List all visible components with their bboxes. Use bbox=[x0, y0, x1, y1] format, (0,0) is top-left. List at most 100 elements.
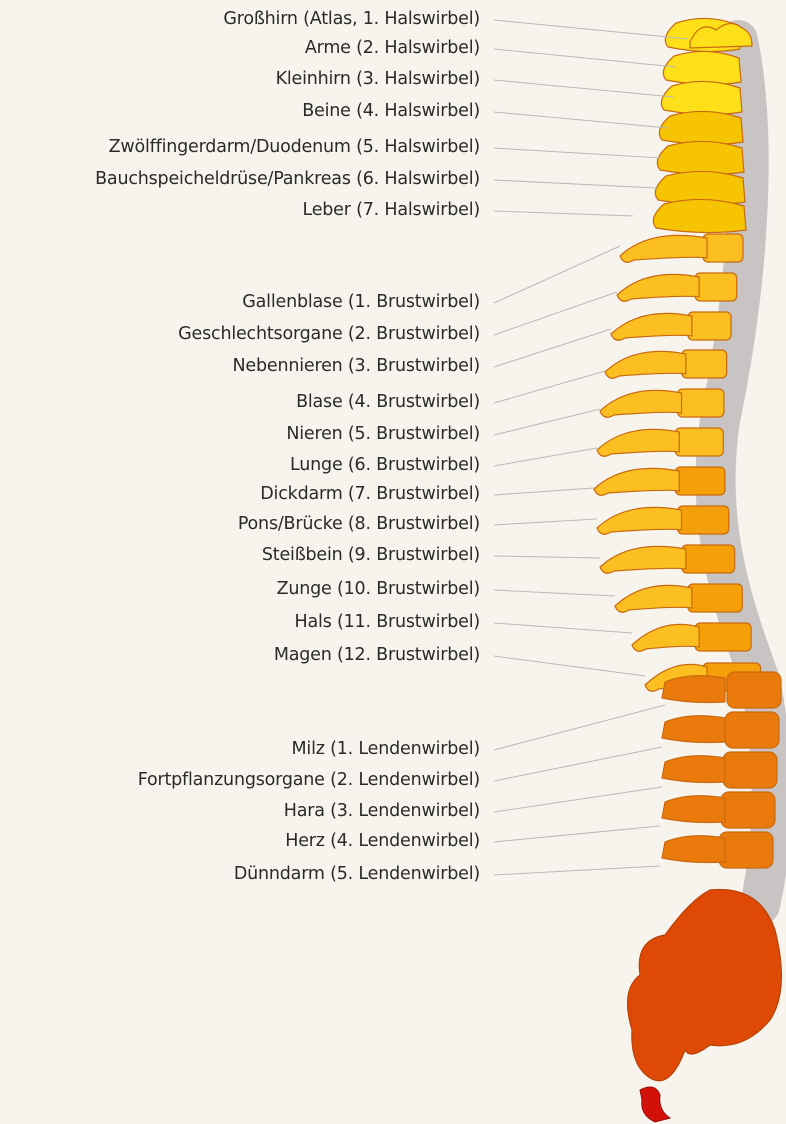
vertebra-label: Milz (1. Lendenwirbel) bbox=[292, 737, 480, 761]
leader-line bbox=[494, 246, 620, 303]
leader-line bbox=[494, 20, 688, 39]
lumbar-vertebra bbox=[662, 712, 779, 748]
lumbar-spinous-process bbox=[662, 756, 725, 783]
thoracic-vertebra bbox=[611, 312, 731, 340]
thoracic-spinous-process bbox=[632, 624, 699, 651]
cervical-vertebra-body bbox=[661, 81, 742, 114]
leader-line bbox=[494, 211, 633, 216]
thoracic-vertebra bbox=[600, 389, 724, 417]
lumbar-vertebra bbox=[662, 792, 775, 828]
lumbar-spinous-process bbox=[662, 836, 725, 863]
cervical-vertebra bbox=[661, 81, 742, 114]
lumbar-spinous-process bbox=[662, 716, 725, 743]
leader-line bbox=[494, 747, 662, 781]
lumbar-vertebra bbox=[662, 672, 781, 708]
lumbar-vertebra-body bbox=[723, 752, 777, 788]
leader-line bbox=[494, 590, 615, 596]
vertebra-label: Dünndarm (5. Lendenwirbel) bbox=[234, 862, 480, 886]
cervical-vertebra-body bbox=[663, 51, 741, 84]
leader-line bbox=[494, 49, 676, 67]
thoracic-vertebra-body bbox=[695, 273, 737, 301]
sacrum bbox=[628, 890, 782, 1081]
vertebra-label: Magen (12. Brustwirbel) bbox=[274, 643, 480, 667]
cervical-vertebra-body bbox=[659, 111, 743, 144]
thoracic-vertebra-body bbox=[682, 545, 735, 573]
lumbar-spinous-process bbox=[662, 796, 725, 823]
vertebra-label: Nieren (5. Brustwirbel) bbox=[286, 422, 480, 446]
vertebra-label: Arme (2. Halswirbel) bbox=[305, 36, 480, 60]
vertebra-label: Pons/Brücke (8. Brustwirbel) bbox=[238, 512, 480, 536]
thoracic-vertebra bbox=[617, 273, 737, 301]
leader-line bbox=[494, 329, 611, 367]
vertebra-label: Zwölffingerdarm/Duodenum (5. Halswirbel) bbox=[109, 135, 480, 159]
lumbar-vertebra bbox=[662, 752, 777, 788]
thoracic-vertebra bbox=[615, 584, 742, 612]
thoracic-vertebra bbox=[620, 234, 743, 262]
thoracic-spinous-process bbox=[617, 274, 699, 301]
leader-line bbox=[494, 488, 594, 495]
leader-line bbox=[494, 292, 617, 335]
vertebra-label: Hara (3. Lendenwirbel) bbox=[284, 799, 480, 823]
vertebra-label: Zunge (10. Brustwirbel) bbox=[277, 577, 480, 601]
leader-line bbox=[494, 180, 657, 188]
thoracic-spinous-process bbox=[615, 585, 692, 612]
vertebra-label: Großhirn (Atlas, 1. Halswirbel) bbox=[223, 7, 480, 31]
thoracic-vertebra bbox=[597, 506, 729, 534]
leader-line bbox=[494, 656, 645, 676]
thoracic-spinous-process bbox=[611, 313, 692, 340]
thoracic-spinous-process bbox=[597, 429, 679, 456]
vertebra-label: Blase (4. Brustwirbel) bbox=[296, 390, 480, 414]
vertebra-label: Geschlechtsorgane (2. Brustwirbel) bbox=[178, 322, 480, 346]
vertebra-label: Leber (7. Halswirbel) bbox=[302, 198, 480, 222]
vertebra-label: Nebennieren (3. Brustwirbel) bbox=[233, 354, 480, 378]
leader-line bbox=[494, 409, 600, 435]
cervical-vertebra bbox=[653, 199, 746, 232]
thoracic-vertebra-body bbox=[695, 623, 751, 651]
thoracic-vertebra-body bbox=[678, 506, 729, 534]
leader-line bbox=[494, 826, 660, 842]
thoracic-vertebra-body bbox=[688, 584, 742, 612]
vertebra-label: Bauchspeicheldrüse/Pankreas (6. Halswirb… bbox=[95, 167, 480, 191]
leader-line bbox=[494, 787, 662, 812]
leader-line bbox=[494, 448, 597, 466]
vertebra-label: Dickdarm (7. Brustwirbel) bbox=[260, 482, 480, 506]
lumbar-vertebra bbox=[662, 832, 773, 868]
lumbar-vertebra-body bbox=[719, 832, 773, 868]
vertebra-label: Hals (11. Brustwirbel) bbox=[295, 610, 480, 634]
coccyx bbox=[640, 1087, 670, 1122]
thoracic-vertebra bbox=[597, 428, 723, 456]
cervical-vertebra bbox=[659, 111, 743, 144]
vertebra-label: Steißbein (9. Brustwirbel) bbox=[262, 543, 480, 567]
lumbar-spinous-process bbox=[662, 676, 725, 703]
thoracic-vertebra-body bbox=[688, 312, 731, 340]
cervical-vertebra-body bbox=[653, 199, 746, 232]
leader-line bbox=[494, 112, 668, 128]
leader-line bbox=[494, 519, 597, 525]
thoracic-vertebra bbox=[600, 545, 735, 573]
vertebra-label: Gallenblase (1. Brustwirbel) bbox=[242, 290, 480, 314]
vertebra-label: Lunge (6. Brustwirbel) bbox=[290, 453, 480, 477]
thoracic-spinous-process bbox=[597, 507, 682, 534]
thoracic-spinous-process bbox=[605, 351, 686, 378]
leader-line bbox=[494, 148, 662, 158]
cervical-vertebra bbox=[657, 141, 744, 174]
thoracic-vertebra bbox=[594, 467, 725, 495]
vertebra-label: Fortpflanzungsorgane (2. Lendenwirbel) bbox=[138, 768, 480, 792]
vertebra-label: Kleinhirn (3. Halswirbel) bbox=[276, 67, 480, 91]
lumbar-vertebra-body bbox=[721, 792, 775, 828]
thoracic-vertebra bbox=[605, 350, 727, 378]
thoracic-vertebra-body bbox=[678, 389, 724, 417]
leader-line bbox=[494, 80, 674, 97]
thoracic-spinous-process bbox=[600, 390, 682, 417]
thoracic-spinous-process bbox=[594, 468, 679, 495]
thoracic-vertebra bbox=[632, 623, 751, 651]
thoracic-spinous-process bbox=[620, 235, 707, 262]
leader-line bbox=[494, 371, 605, 403]
leader-line bbox=[494, 866, 660, 875]
cervical-vertebra-body bbox=[657, 141, 744, 174]
leader-line bbox=[494, 705, 665, 750]
leader-line bbox=[494, 556, 600, 558]
vertebra-label: Herz (4. Lendenwirbel) bbox=[285, 829, 480, 853]
thoracic-vertebra-body bbox=[675, 428, 723, 456]
